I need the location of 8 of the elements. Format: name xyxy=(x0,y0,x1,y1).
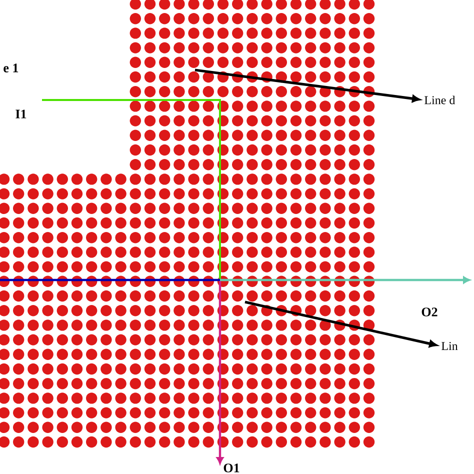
port-label: O1 xyxy=(224,464,240,472)
port-label: e 1 xyxy=(4,64,18,72)
callout-text: Line d xyxy=(424,96,456,104)
leader-arrow xyxy=(194,68,420,102)
leader-arrow xyxy=(244,300,438,348)
port-label: O2 xyxy=(422,308,438,316)
callout-text: Lin xyxy=(442,342,458,350)
port-label: I1 xyxy=(16,110,26,118)
